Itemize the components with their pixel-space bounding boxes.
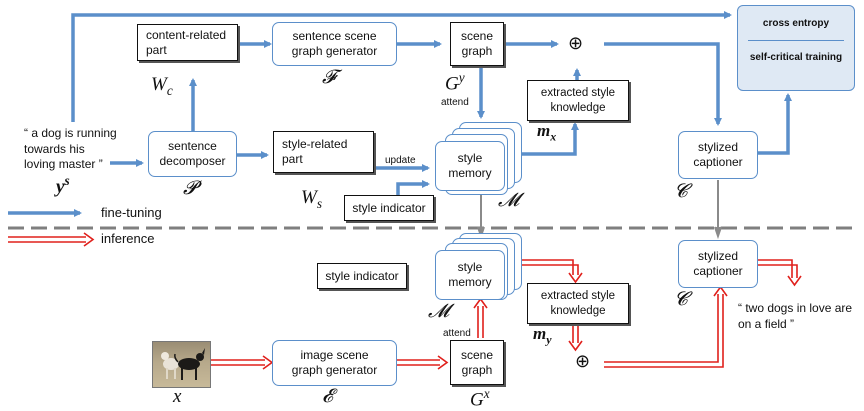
symbol-gy: Gy (445, 70, 465, 95)
scene-graph-top-label: scene graph (460, 29, 494, 58)
symbol-m-top: 𝓜 (498, 190, 520, 211)
style-memory-bottom-label: style memory (448, 260, 492, 289)
symbol-mx: mx (537, 121, 557, 144)
attend-label-bottom: attend (443, 328, 471, 339)
stylized-captioner-top-label: stylized captioner (693, 140, 743, 169)
symbol-p: 𝓟 (183, 178, 197, 199)
sentence-decomposer-label: sentence decomposer (159, 139, 226, 168)
self-critical-training-label: self-critical training (749, 52, 843, 63)
oplus-bottom: ⊕ (575, 351, 591, 371)
symbol-c-bottom: 𝓒 (674, 289, 688, 310)
style-related-part-box: style-related part (273, 131, 374, 173)
inference-arrows (8, 232, 802, 370)
style-indicator-top-box: style indicator (344, 195, 434, 221)
legend-finetune-label: fine-tuning (101, 205, 162, 220)
loss-separator (748, 40, 844, 41)
symbol-gx: Gx (470, 386, 490, 411)
symbol-e: 𝓔 (322, 386, 333, 407)
content-related-part-label: content-related part (146, 27, 227, 57)
style-indicator-top-label: style indicator (352, 200, 426, 215)
dog-photo (152, 341, 211, 388)
cross-entropy-label: cross entropy (762, 18, 830, 29)
oplus-top: ⊕ (568, 33, 584, 53)
output-caption-text: “ two dogs in love are on a field ” (738, 301, 853, 331)
symbol-wc: Wc (151, 74, 173, 98)
image-scene-graph-generator-box: image scene graph generator (272, 340, 397, 386)
extracted-style-knowledge-bottom-label: extracted style knowledge (540, 290, 616, 317)
legend-inference-label: inference (101, 231, 155, 246)
symbol-x: x (173, 386, 182, 407)
scene-graph-bottom-label: scene graph (460, 347, 494, 377)
dog-photo-icon (161, 348, 205, 380)
symbol-ws: Ws (301, 187, 323, 211)
symbol-my: my (533, 324, 552, 347)
extracted-style-knowledge-bottom-box: extracted style knowledge (527, 283, 629, 324)
input-sentence-text: “ a dog is running towards his loving ma… (24, 126, 117, 172)
scene-graph-top-box: scene graph (450, 22, 504, 66)
attend-label-top: attend (441, 97, 469, 108)
sentence-decomposer-box: sentence decomposer (148, 131, 237, 177)
content-related-part-box: content-related part (137, 24, 238, 61)
stylized-captioner-top-box: stylized captioner (678, 131, 758, 179)
scene-graph-bottom-box: scene graph (450, 340, 504, 385)
stylized-captioner-bottom-box: stylized captioner (678, 240, 758, 288)
extracted-style-knowledge-top-label: extracted style knowledge (540, 87, 616, 114)
style-memory-bottom-box: style memory (435, 250, 505, 300)
symbol-m-bottom: 𝓜 (428, 301, 450, 322)
symbol-ys: ys (56, 173, 70, 198)
sentence-scene-graph-generator-label: sentence scene graph generator (291, 29, 378, 58)
loss-box: cross entropy self-critical training (737, 5, 855, 91)
stylized-captioner-bottom-label: stylized captioner (693, 249, 743, 278)
image-scene-graph-generator-label: image scene graph generator (291, 348, 378, 377)
style-related-part-label: style-related part (282, 137, 348, 166)
finetune-arrows (71, 11, 792, 208)
symbol-c-top: 𝓒 (674, 181, 688, 202)
style-indicator-bottom-box: style indicator (317, 263, 407, 289)
extracted-style-knowledge-top-box: extracted style knowledge (527, 80, 629, 121)
style-indicator-bottom-label: style indicator (325, 268, 399, 283)
update-label: update (385, 155, 416, 166)
style-memory-top-box: style memory (435, 141, 505, 191)
sentence-scene-graph-generator-box: sentence scene graph generator (272, 22, 397, 66)
style-memory-top-label: style memory (448, 151, 492, 180)
symbol-f: 𝓕 (322, 67, 337, 88)
